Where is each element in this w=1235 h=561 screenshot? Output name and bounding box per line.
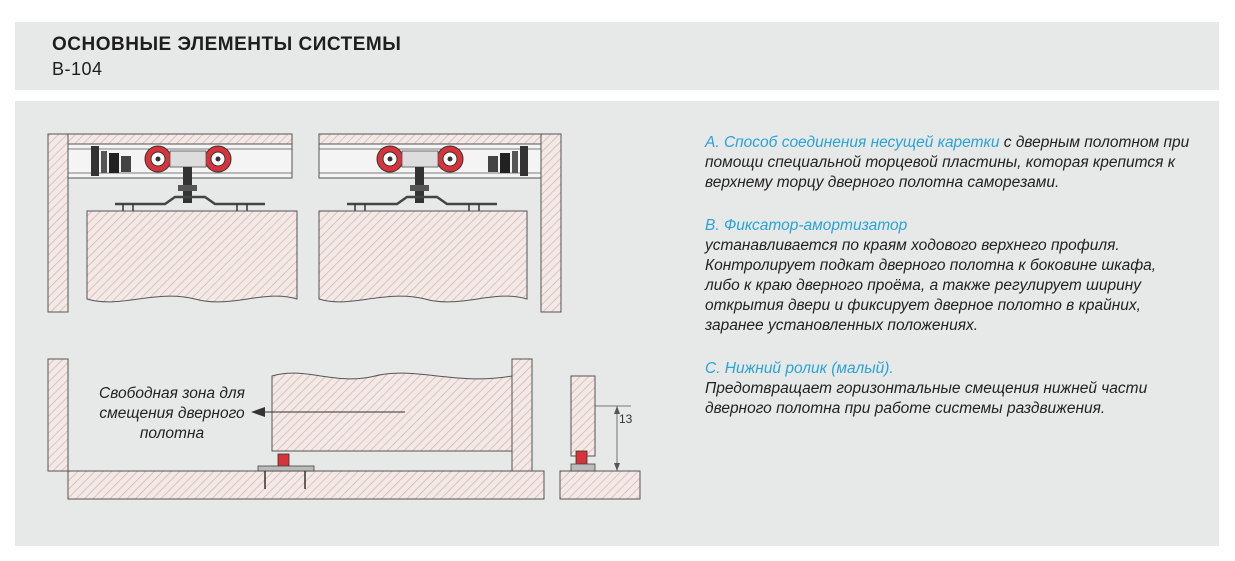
note-a-head: A. Способ соединения несущей каретки	[705, 134, 1000, 151]
detail-door	[570, 375, 596, 457]
damper-left	[91, 146, 99, 176]
content-panel: Свободная зона для смещения дверного пол…	[15, 101, 1219, 546]
door-top-right	[318, 210, 528, 303]
top-right-assembly	[318, 133, 562, 313]
top-left-assembly	[47, 133, 298, 313]
page-title: ОСНОВНЫЕ ЭЛЕМЕНТЫ СИСТЕМЫ	[52, 34, 402, 55]
system-diagram	[47, 133, 641, 500]
dimension-label: 13	[619, 412, 633, 426]
free-zone-label: Свободная зона для смещения дверного пол…	[99, 385, 245, 442]
end-plate-left	[115, 195, 265, 206]
bottom-floor	[67, 470, 545, 500]
note-b: B. Фиксатор-амортизатор устанавливается …	[705, 216, 1195, 336]
note-b-head: B. Фиксатор-амортизатор	[705, 217, 908, 234]
end-plate-right	[347, 195, 497, 206]
detail-roller	[575, 450, 588, 465]
note-a-body: с дверным полотном при помощи специально…	[705, 134, 1190, 191]
bottom-assembly	[47, 358, 545, 500]
damper-right	[520, 146, 528, 176]
door-top-left	[86, 210, 298, 303]
lower-roller	[277, 453, 290, 467]
bottom-right-panel	[511, 358, 533, 472]
detail-floor	[559, 470, 641, 500]
note-a: A. Способ соединения несущей каретки с д…	[705, 133, 1195, 193]
note-c: C. Нижний ролик (малый). Предотвращает г…	[705, 359, 1195, 419]
top-track-right	[318, 133, 542, 145]
note-b-body: устанавливается по краям ходового верхне…	[705, 237, 1157, 334]
notes-list: A. Способ соединения несущей каретки с д…	[705, 133, 1195, 442]
header-bar: ОСНОВНЫЕ ЭЛЕМЕНТЫ СИСТЕМЫ B-104	[15, 22, 1219, 90]
right-side-panel	[540, 133, 562, 313]
top-track-left	[67, 133, 293, 145]
note-c-head: C. Нижний ролик (малый).	[705, 360, 894, 377]
page-subtitle: B-104	[52, 59, 103, 79]
left-side-panel	[47, 133, 69, 313]
bottom-left-panel	[47, 358, 69, 472]
note-c-body: Предотвращает горизонтальные смещения ни…	[705, 380, 1148, 417]
bottom-section-detail	[559, 375, 641, 500]
